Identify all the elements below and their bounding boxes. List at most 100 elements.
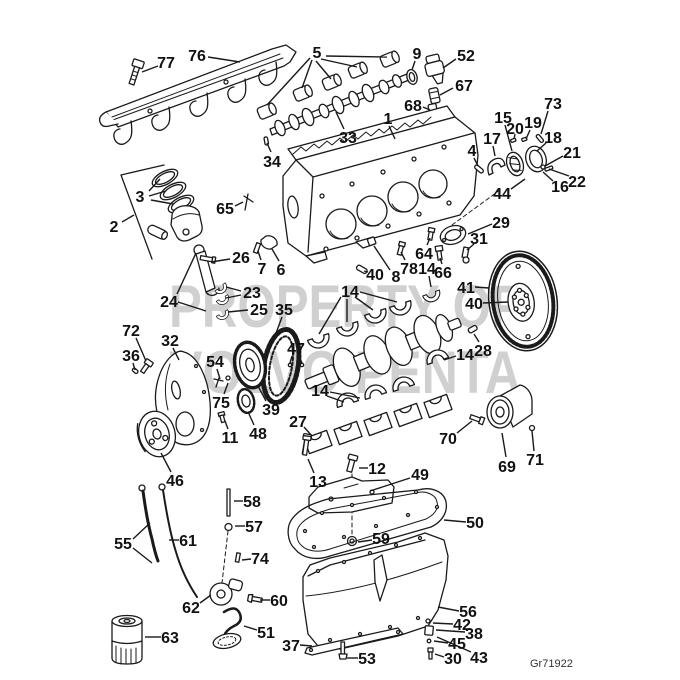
- leader-line: [243, 625, 258, 631]
- leader-line: [223, 382, 229, 395]
- leader-line: [482, 301, 509, 304]
- part-number-label: 50: [466, 515, 484, 532]
- leader-line: [536, 142, 547, 152]
- oil-pan-gasket-illustration: [287, 488, 448, 560]
- part-number-label: 2: [110, 219, 119, 236]
- part-number-label: 15: [494, 110, 512, 127]
- part-number-label: 61: [179, 533, 197, 550]
- leader-line: [442, 58, 457, 69]
- part-number-label: 14: [341, 284, 359, 301]
- part-number-label: 20: [506, 121, 524, 138]
- leader-line: [432, 622, 454, 625]
- part-number-label: 16: [551, 179, 569, 196]
- part-number-label: 56: [459, 604, 477, 621]
- part-number-label: 33: [339, 130, 357, 147]
- rocker-shaft-rail-illustration: [98, 44, 297, 145]
- part-number-label: 46: [166, 473, 184, 490]
- leader-line: [474, 286, 490, 289]
- bolt-31-illustration: [461, 246, 470, 264]
- oil-baffle-illustration: [308, 476, 395, 514]
- leader-line: [456, 420, 473, 434]
- leader-line: [329, 391, 361, 399]
- part-number-label: 36: [122, 348, 140, 365]
- leader-line: [234, 201, 244, 207]
- oil-filter-illustration: [111, 614, 143, 665]
- oil-sender-illustration: [424, 53, 445, 85]
- part-number-label: 31: [470, 231, 488, 248]
- leader-line: [225, 294, 242, 299]
- leader-line: [363, 270, 369, 273]
- front-small-bolts-illustration: [131, 358, 231, 424]
- leader-line: [177, 301, 207, 312]
- cam-sprocket-illustration: [232, 340, 268, 390]
- part-number-label: 53: [358, 651, 376, 668]
- leader-line: [335, 111, 345, 130]
- crankshaft-illustration: [304, 314, 462, 390]
- harmonic-damper-illustration: [469, 384, 536, 432]
- part-number-label: 24: [160, 294, 178, 311]
- connecting-rod-illustration: [193, 235, 278, 323]
- leader-line: [542, 171, 554, 182]
- dipstick-tubes-illustration: [138, 483, 198, 598]
- part-number-label: 38: [465, 626, 483, 643]
- part-number-label: 39: [262, 402, 280, 419]
- leader-line: [274, 316, 283, 337]
- part-number-label: 40: [366, 267, 384, 284]
- leader-line: [148, 178, 161, 192]
- part-number-label: 60: [270, 593, 288, 610]
- part-number-label: 47: [287, 341, 305, 358]
- part-number-label: 35: [275, 302, 293, 319]
- crank-sprocket-illustration: [236, 387, 256, 415]
- pan-fasteners-illustration: [424, 618, 434, 660]
- baffle-bolt-illustration: [346, 453, 359, 473]
- leader-line: [540, 110, 549, 135]
- leader-line: [141, 65, 159, 73]
- part-number-label: 14: [456, 347, 474, 364]
- leader-line: [320, 58, 358, 68]
- leader-line: [318, 296, 342, 335]
- leader-line: [199, 594, 212, 604]
- piston-kit-illustration: [120, 164, 254, 260]
- part-number-label: 55: [114, 536, 132, 553]
- part-number-label: 75: [212, 395, 230, 412]
- leader-line: [434, 653, 445, 658]
- leader-line: [436, 636, 472, 653]
- leader-line: [210, 258, 231, 263]
- part-number-label: 78: [400, 261, 418, 278]
- leader-line: [160, 452, 172, 473]
- part-number-label: 59: [372, 531, 390, 548]
- part-number-label: 49: [411, 467, 429, 484]
- part-number-label: 44: [493, 186, 511, 203]
- leader-line: [504, 124, 513, 152]
- leader-line: [148, 190, 167, 197]
- part-number-label: 52: [457, 48, 475, 65]
- part-number-label: 6: [277, 262, 286, 279]
- leader-line: [303, 426, 313, 437]
- part-number-label: 9: [413, 46, 422, 63]
- leader-line: [426, 237, 431, 246]
- oil-pan-illustration: [302, 532, 449, 650]
- leader-line: [216, 368, 221, 380]
- part-number-label: 18: [544, 130, 562, 147]
- leader-lines: [121, 55, 570, 659]
- leader-line: [271, 248, 280, 262]
- leader-line: [466, 243, 475, 251]
- part-number-label: 4: [468, 143, 477, 160]
- leader-line: [492, 145, 496, 157]
- part-number-label: 14: [418, 261, 436, 278]
- leader-line: [548, 168, 570, 177]
- part-number-label: 72: [122, 323, 140, 340]
- part-number-label: 41: [457, 280, 475, 297]
- leader-line: [298, 355, 303, 364]
- leader-line: [501, 432, 507, 458]
- leader-line: [132, 362, 136, 371]
- leader-line: [172, 347, 180, 361]
- part-number-label: 70: [439, 431, 457, 448]
- leader-line: [359, 291, 398, 303]
- leader-line: [289, 355, 293, 364]
- part-number-label: 29: [492, 215, 510, 232]
- leader-line: [437, 606, 460, 612]
- part-number-label: 14: [311, 383, 329, 400]
